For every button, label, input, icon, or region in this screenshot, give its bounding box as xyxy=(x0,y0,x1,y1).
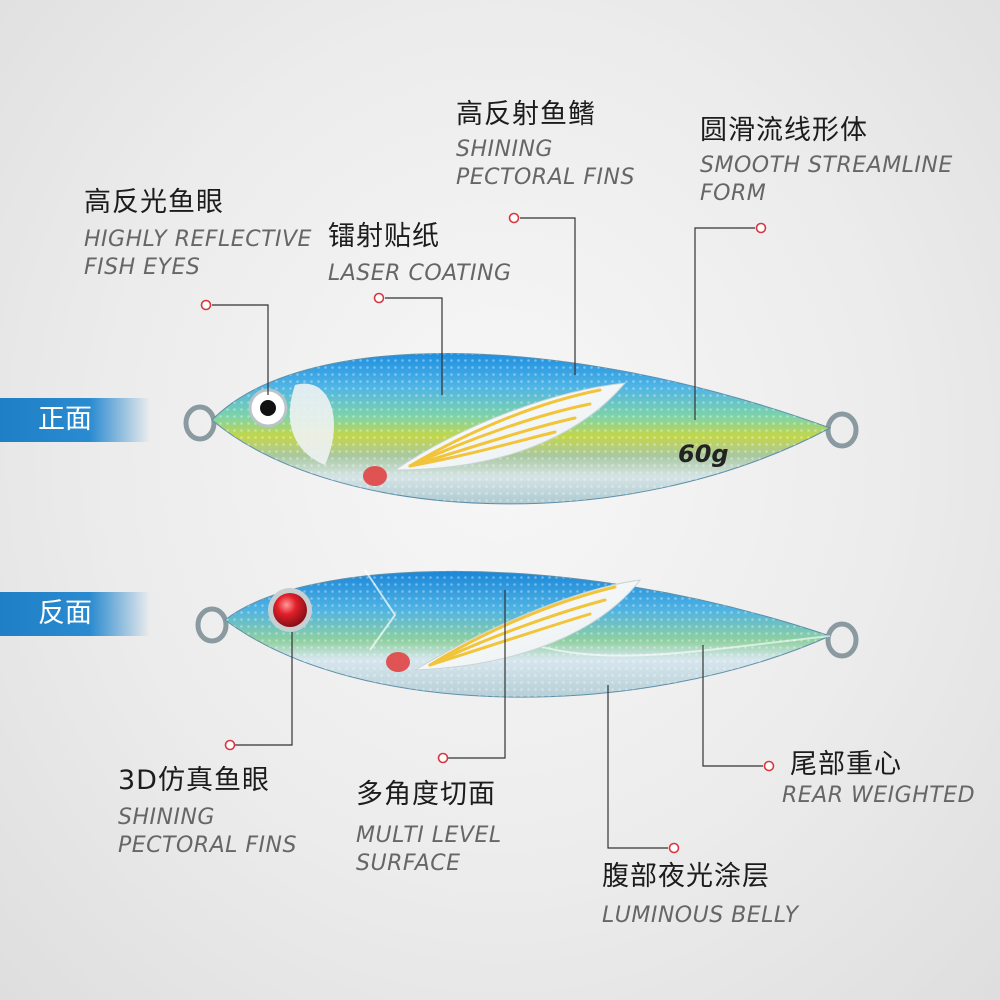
callout-shining-fins: 高反射鱼鳍 SHINING PECTORAL FINS xyxy=(456,98,635,192)
callout-en: REAR WEIGHTED xyxy=(782,783,976,808)
weight-label: 60g xyxy=(678,440,729,468)
callout-multi-level: 多角度切面 MULTI LEVEL SURFACE xyxy=(356,778,502,878)
callout-en: SHINING xyxy=(118,805,215,830)
callout-reflective-eyes: 高反光鱼眼 HIGHLY REFLECTIVE FISH EYES xyxy=(84,186,312,282)
callout-zh: 腹部夜光涂层 xyxy=(602,861,770,892)
callout-en: LASER COATING xyxy=(328,261,512,286)
callout-zh: 高反射鱼鳍 xyxy=(456,99,596,130)
callout-en: MULTI LEVEL xyxy=(356,823,502,848)
callout-zh: 尾部重心 xyxy=(790,749,902,780)
callout-en: PECTORAL FINS xyxy=(118,833,297,858)
callout-streamline: 圆滑流线形体 SMOOTH STREAMLINE FORM xyxy=(700,114,953,208)
callout-en: SMOOTH STREAMLINE xyxy=(700,153,953,178)
callout-en: FISH EYES xyxy=(84,255,201,280)
leader-lines xyxy=(212,217,763,849)
callout-rear-weighted: 尾部重心 REAR WEIGHTED xyxy=(782,748,975,810)
callout-en: HIGHLY REFLECTIVE xyxy=(84,227,312,252)
callout-zh: 镭射贴纸 xyxy=(328,221,440,252)
callout-en: SHINING xyxy=(456,137,553,162)
callout-zh: 高反光鱼眼 xyxy=(84,187,224,218)
back-lure xyxy=(195,569,859,698)
callout-laser-coating: 镭射贴纸 LASER COATING xyxy=(328,220,512,288)
callout-zh: 3D仿真鱼眼 xyxy=(118,765,270,796)
callout-en: FORM xyxy=(700,181,767,206)
callout-3d-eye: 3D仿真鱼眼 SHINING PECTORAL FINS xyxy=(118,764,297,860)
callout-en: SURFACE xyxy=(356,851,461,876)
callout-markers xyxy=(200,212,775,854)
back-side-tag: 反面 xyxy=(0,592,150,636)
callout-zh: 圆滑流线形体 xyxy=(700,115,868,146)
front-side-tag: 正面 xyxy=(0,398,150,442)
front-lure: 60g xyxy=(183,353,859,505)
callout-en: PECTORAL FINS xyxy=(456,165,635,190)
callout-luminous-belly: 腹部夜光涂层 LUMINOUS BELLY xyxy=(602,860,799,930)
callout-en: LUMINOUS BELLY xyxy=(602,903,799,928)
callout-zh: 多角度切面 xyxy=(356,779,496,810)
